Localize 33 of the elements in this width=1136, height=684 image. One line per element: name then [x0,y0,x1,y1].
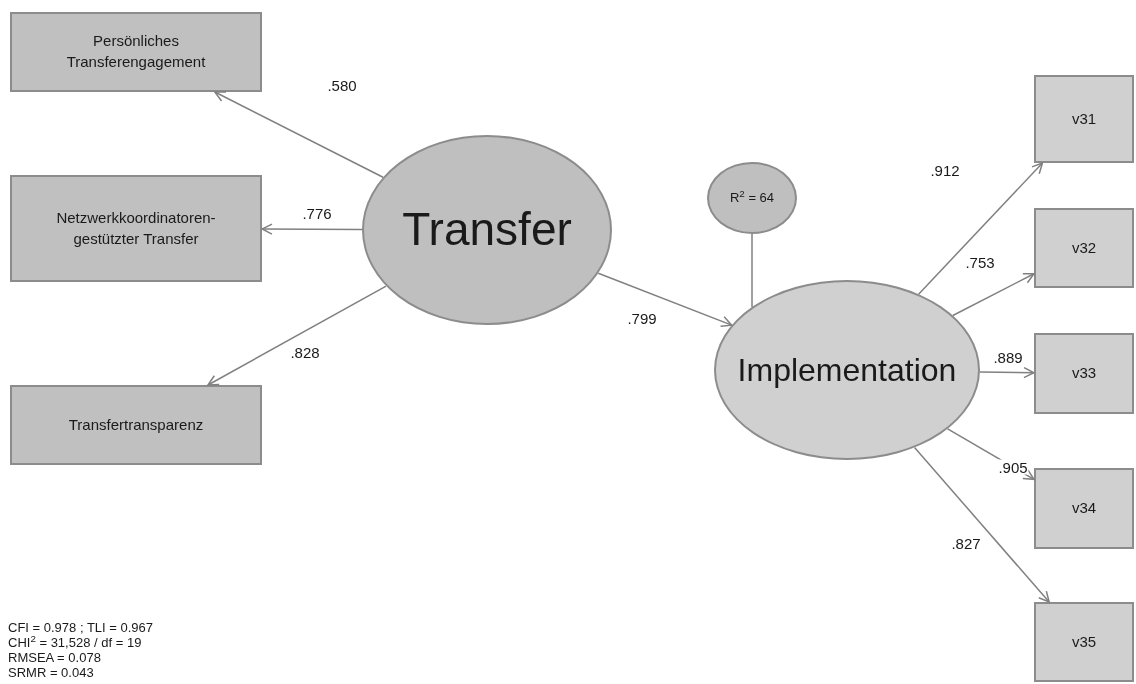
node-label: Persönliches Transferengagement [65,31,207,72]
fit-statistic: CHI$^{2}$ = 31,528 / df = 19 [8,635,143,650]
fit-statistic: RMSEA = 0.078 [8,650,102,665]
indicator-box [1034,602,1134,682]
node-label: v34 [1071,498,1097,519]
connector-line [751,233,753,308]
node-label: v31 [1071,108,1097,129]
node-label: Implementation [737,351,957,390]
node-label: Transfertransparenz [67,414,205,435]
node-label: v35 [1071,631,1097,652]
arrow [207,285,387,386]
indicator-box [10,385,262,465]
indicator-box [1034,468,1134,549]
fit-statistic: CFI = 0.978 ; TLI = 0.967 [8,620,154,635]
arrow [597,272,733,327]
indicator-box [10,175,262,282]
edge-label: .905 [997,459,1029,475]
arrow [214,91,384,178]
indicator-box [1034,75,1134,163]
arrow [952,273,1035,317]
fit-statistic: SRMR = 0.043 [8,665,95,680]
indicator-box [1034,208,1134,288]
indicator-box [1034,333,1134,414]
node-label: R$^{2}$ = 64 [729,189,775,207]
indicator-box [10,12,262,92]
arrow [917,162,1044,295]
node-label: v32 [1071,237,1097,258]
node-label: Netzwerkkoordinatoren-gestützter Transfer [55,207,217,249]
arrow [979,366,1035,379]
arrow [913,446,1050,603]
node-label: Transfer [402,202,572,258]
node-label: v33 [1071,363,1097,384]
arrow [261,223,363,235]
